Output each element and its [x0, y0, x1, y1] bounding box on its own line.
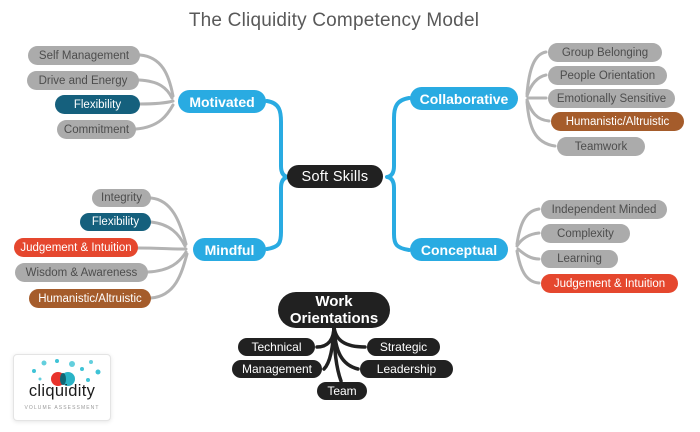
gray-connectors-mindful: [136, 196, 189, 300]
diagram-title: The Cliquidity Competency Model: [188, 10, 480, 31]
node-teamwork: Teamwork: [557, 137, 645, 156]
node-integrity: Integrity: [92, 189, 151, 207]
work-orientation-technical: Technical: [238, 338, 315, 356]
node-flexibility-mindful: Flexibility: [80, 213, 151, 231]
node-learning: Learning: [541, 250, 618, 268]
gray-connectors-motivated: [134, 53, 175, 131]
gray-connectors-collaborative: [525, 50, 557, 148]
node-independent-minded: Independent Minded: [541, 200, 667, 219]
node-judgement-intuition-conceptual: Judgement & Intuition: [541, 274, 678, 293]
gray-connectors-conceptual: [515, 207, 541, 285]
dark-connectors-work: [315, 324, 367, 383]
node-commitment: Commitment: [57, 120, 136, 139]
work-orientation-leadership: Leadership: [360, 360, 453, 378]
branch-conceptual: Conceptual: [410, 238, 508, 261]
node-judgement-intuition-mindful: Judgement & Intuition: [14, 238, 138, 257]
node-drive-and-energy: Drive and Energy: [27, 71, 139, 90]
branch-collaborative: Collaborative: [410, 87, 518, 110]
branch-motivated: Motivated: [178, 90, 266, 113]
work-orientation-management: Management: [232, 360, 322, 378]
node-humanistic-altruistic-mindful: Humanistic/Altruistic: [29, 289, 151, 308]
node-emotionally-sensitive: Emotionally Sensitive: [548, 89, 675, 108]
brand-name: cliquidity: [28, 382, 96, 400]
work-orientation-team: Team: [317, 382, 367, 400]
node-flexibility-motivated: Flexibility: [55, 95, 140, 114]
node-group-belonging: Group Belonging: [548, 43, 662, 62]
node-humanistic-altruistic-collaborative: Humanistic/Altruistic: [551, 112, 684, 131]
cliquidity-logo: cliquidity VOLUME ASSESSMENT: [13, 354, 111, 421]
branch-mindful: Mindful: [193, 238, 266, 261]
work-orientations-box: Work Orientations: [278, 292, 390, 328]
node-wisdom-awareness: Wisdom & Awareness: [15, 263, 148, 282]
node-complexity: Complexity: [541, 224, 630, 243]
work-orientation-strategic: Strategic: [367, 338, 440, 356]
node-people-orientation: People Orientation: [548, 66, 667, 85]
brand-tagline: VOLUME ASSESSMENT: [24, 405, 100, 411]
logo-dots-icon: [32, 359, 101, 386]
node-self-management: Self Management: [28, 46, 140, 65]
center-soft-skills: Soft Skills: [287, 165, 383, 188]
